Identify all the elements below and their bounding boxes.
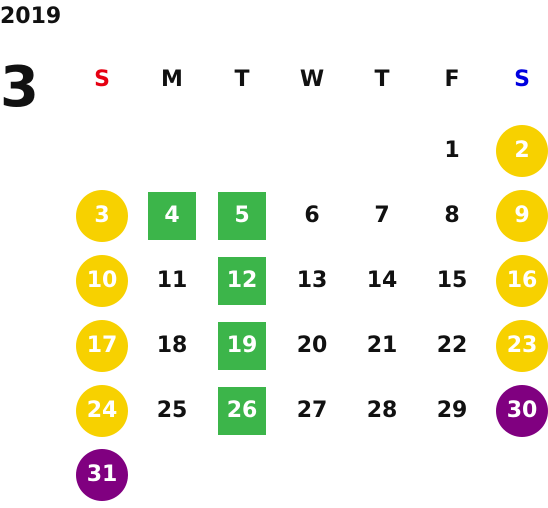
calendar-cell[interactable]: 22 [417,313,487,378]
weekday-header-3: W [299,67,325,92]
calendar-cell[interactable]: 29 [417,378,487,443]
calendar-cell[interactable]: 20 [277,313,347,378]
calendar-cell[interactable]: 21 [347,313,417,378]
day-22[interactable]: 22 [436,332,468,358]
calendar-cell[interactable]: 4 [137,184,207,249]
day-7[interactable]: 7 [374,203,390,229]
calendar-cell[interactable]: 2 [487,119,548,184]
month-number: 3 [0,55,39,120]
calendar-cell[interactable]: 27 [277,378,347,443]
day-2[interactable]: 2 [496,125,548,178]
calendar-cell [277,443,347,508]
day-8[interactable]: 8 [444,203,460,229]
calendar-cell [277,119,347,184]
day-6[interactable]: 6 [304,203,320,229]
calendar-cell[interactable]: 6 [277,184,347,249]
calendar-cell[interactable]: 13 [277,249,347,314]
calendar-cell [487,443,548,508]
calendar-cell [347,119,417,184]
calendar-cell[interactable]: 12 [207,249,277,314]
calendar-cell[interactable]: 24 [67,378,137,443]
day-28[interactable]: 28 [366,397,398,423]
weekday-header-0: S [94,67,110,92]
day-31[interactable]: 31 [76,449,128,502]
calendar-cell[interactable]: 1 [417,119,487,184]
calendar-cell[interactable]: 15 [417,249,487,314]
day-13[interactable]: 13 [296,267,328,293]
day-27[interactable]: 27 [296,397,328,423]
calendar-cell[interactable]: 10 [67,249,137,314]
weekday-header-2: T [234,67,250,92]
weekday-header-1: M [161,67,183,92]
day-26[interactable]: 26 [218,386,266,435]
day-11[interactable]: 11 [156,267,188,293]
calendar-cell [417,443,487,508]
calendar-cell[interactable]: 16 [487,249,548,314]
day-1[interactable]: 1 [444,138,460,164]
weekday-header-5: F [444,67,460,92]
day-14[interactable]: 14 [366,267,398,293]
calendar-cell[interactable]: 14 [347,249,417,314]
calendar-cell [137,119,207,184]
day-3[interactable]: 3 [76,190,128,243]
calendar-cell[interactable]: 17 [67,313,137,378]
calendar-cell[interactable]: 11 [137,249,207,314]
calendar-cell [137,443,207,508]
calendar-cell[interactable]: 19 [207,313,277,378]
calendar-cell[interactable]: 30 [487,378,548,443]
calendar-cell[interactable]: 7 [347,184,417,249]
day-5[interactable]: 5 [218,192,266,241]
day-21[interactable]: 21 [366,332,398,358]
calendar-cell [207,443,277,508]
calendar-cell[interactable]: 25 [137,378,207,443]
day-30[interactable]: 30 [496,384,548,437]
calendar-cell[interactable]: 8 [417,184,487,249]
day-23[interactable]: 23 [496,319,548,372]
calendar-cell[interactable]: 5 [207,184,277,249]
day-10[interactable]: 10 [76,254,128,307]
day-4[interactable]: 4 [148,192,196,241]
calendar-cell[interactable]: 9 [487,184,548,249]
calendar-cell[interactable]: 31 [67,443,137,508]
calendar-cell[interactable]: 26 [207,378,277,443]
weekday-header-4: T [374,67,390,92]
day-24[interactable]: 24 [76,384,128,437]
day-12[interactable]: 12 [218,256,266,305]
day-29[interactable]: 29 [436,397,468,423]
calendar-cell[interactable]: 3 [67,184,137,249]
year-label: 2019 [0,4,62,29]
calendar-cell[interactable]: 18 [137,313,207,378]
calendar-cell[interactable]: 28 [347,378,417,443]
day-17[interactable]: 17 [76,319,128,372]
day-15[interactable]: 15 [436,267,468,293]
calendar-cell[interactable]: 23 [487,313,548,378]
calendar-cell [67,119,137,184]
day-20[interactable]: 20 [296,332,328,358]
day-25[interactable]: 25 [156,397,188,423]
day-18[interactable]: 18 [156,332,188,358]
calendar-cell [347,443,417,508]
calendar-cell [207,119,277,184]
day-9[interactable]: 9 [496,190,548,243]
weekday-header-6: S [514,67,530,92]
day-16[interactable]: 16 [496,254,548,307]
day-19[interactable]: 19 [218,321,266,370]
